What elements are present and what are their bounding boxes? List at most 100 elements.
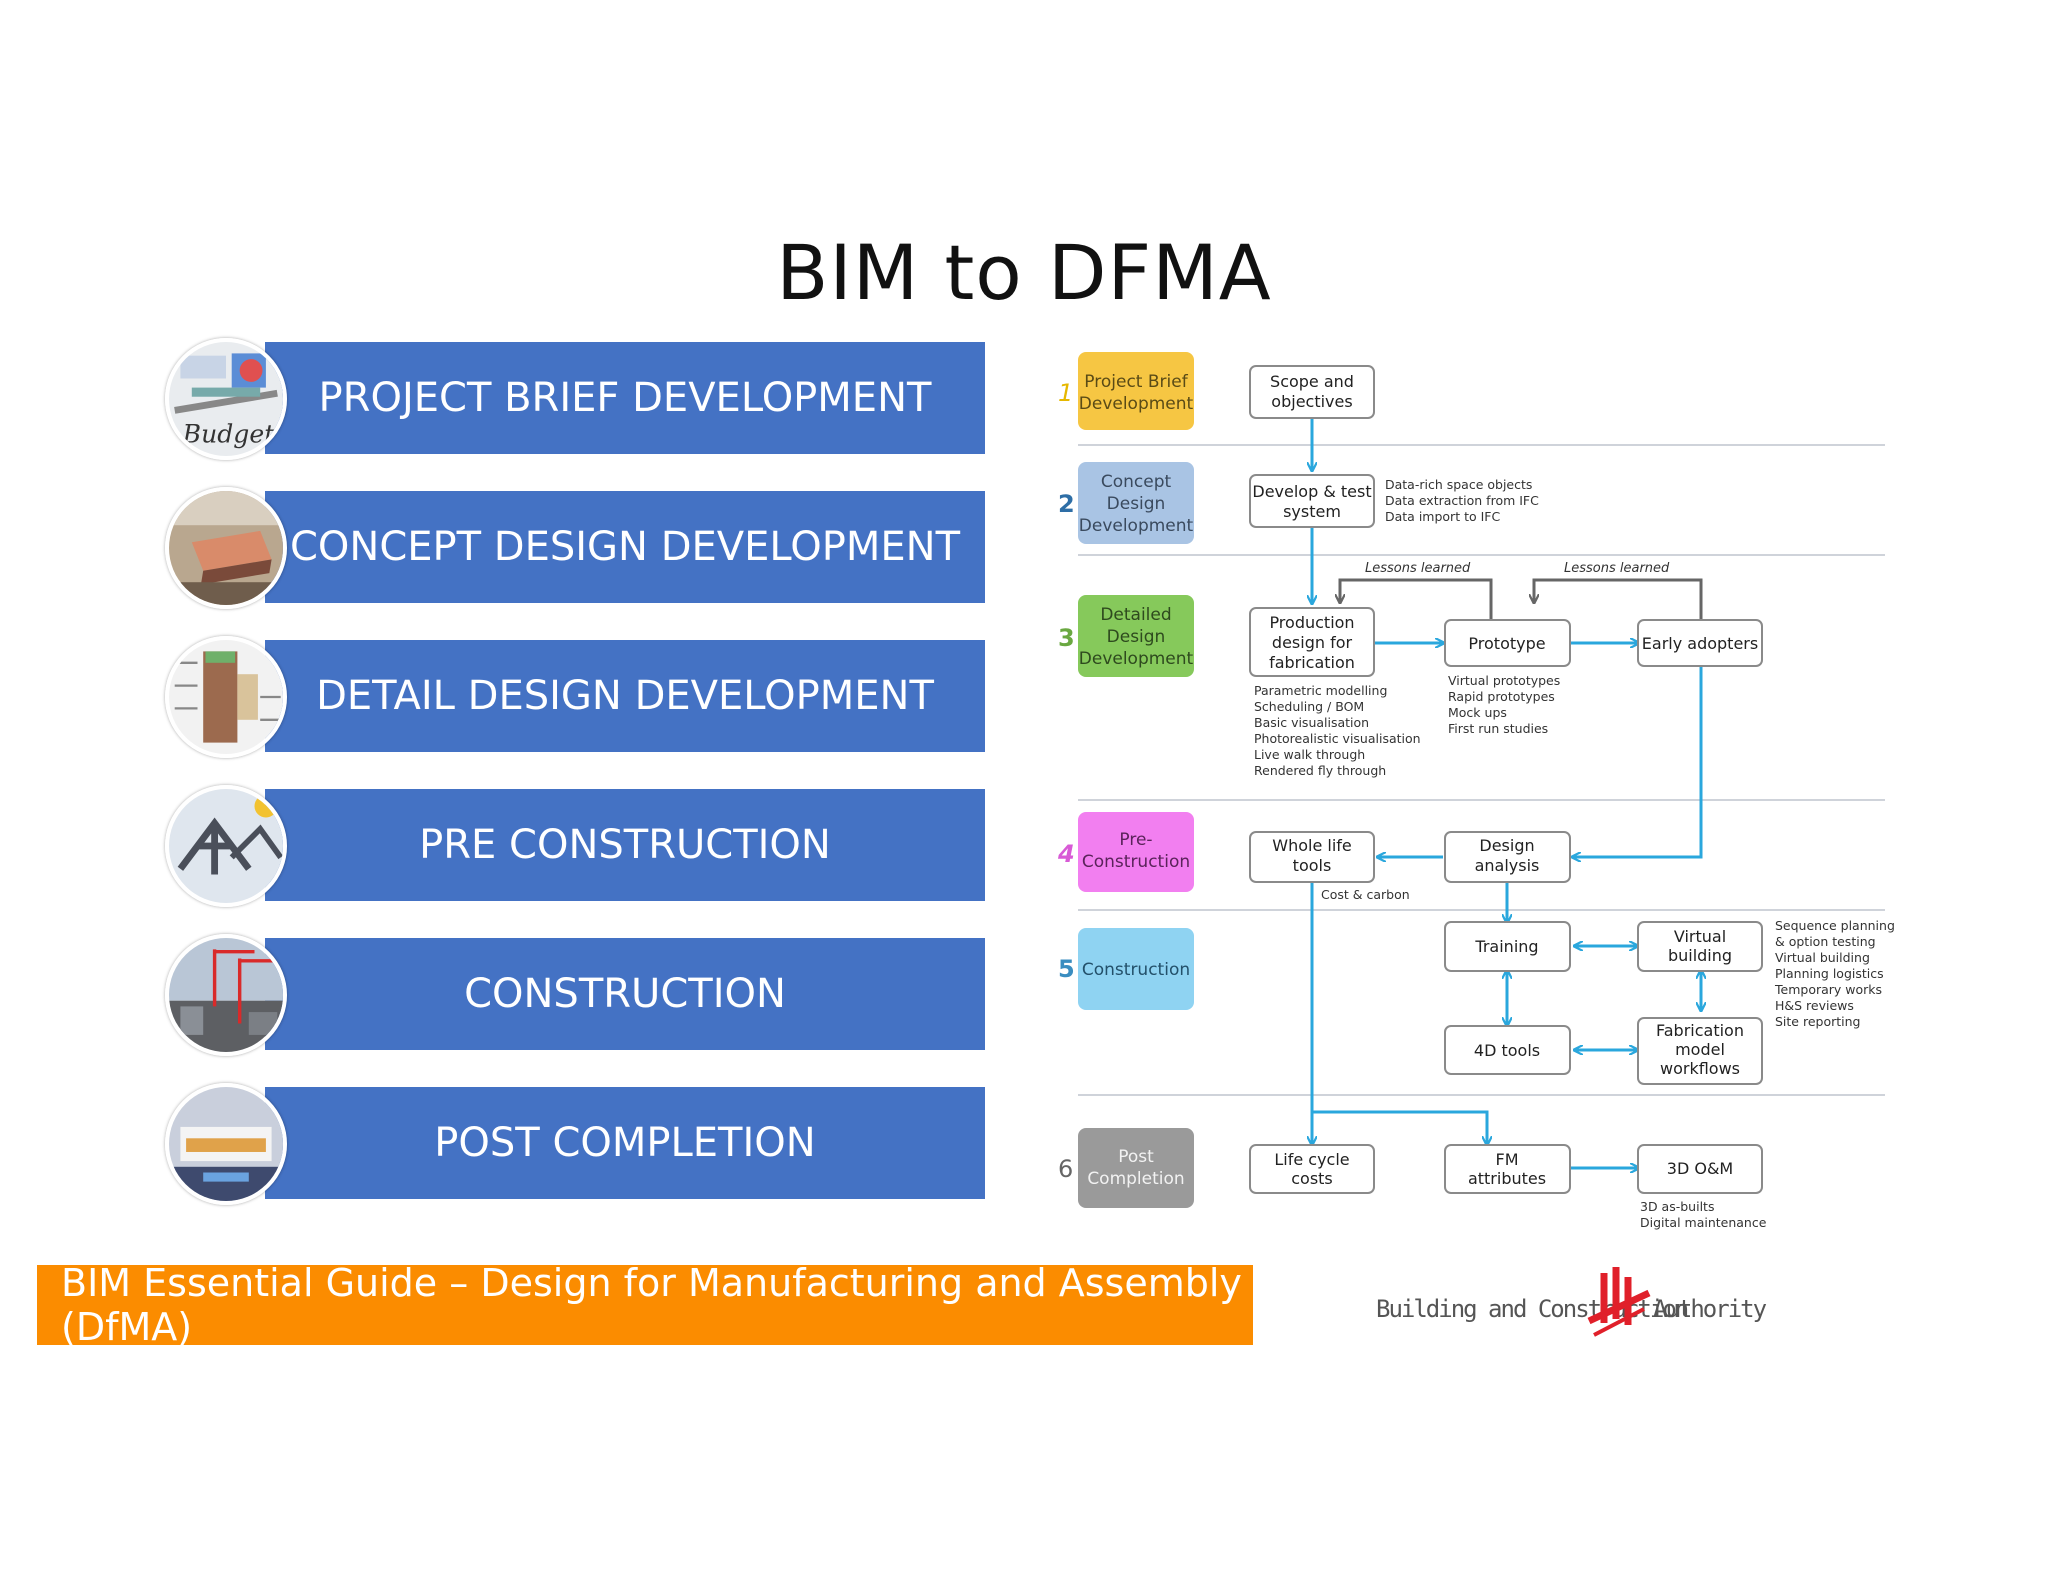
concept-model-image — [165, 487, 287, 609]
svg-text:system: system — [1283, 502, 1341, 521]
svg-text:Training: Training — [1474, 937, 1538, 956]
svg-text:Post: Post — [1118, 1147, 1154, 1167]
svg-text:objectives: objectives — [1271, 392, 1352, 411]
svg-text:Photorealistic visualisation: Photorealistic visualisation — [1254, 731, 1421, 746]
stage-bar-post-completion: POST COMPLETION — [265, 1087, 985, 1199]
svg-text:Basic visualisation: Basic visualisation — [1254, 715, 1369, 730]
lessons-learned-label: Lessons learned — [1365, 561, 1471, 576]
svg-text:analysis: analysis — [1475, 856, 1540, 875]
source-banner: BIM Essential Guide – Design for Manufac… — [37, 1261, 1253, 1349]
svg-text:Virtual building: Virtual building — [1775, 950, 1870, 965]
svg-text:Parametric modelling: Parametric modelling — [1254, 683, 1387, 698]
page-title: BIM to DFMA — [776, 228, 1272, 317]
phase-4: 4 Pre- Construction — [1057, 812, 1194, 892]
detail-drawing-image — [165, 636, 287, 758]
svg-text:Digital maintenance: Digital maintenance — [1640, 1215, 1767, 1230]
svg-text:Production: Production — [1269, 613, 1354, 632]
svg-text:Live walk through: Live walk through — [1254, 747, 1365, 762]
svg-text:Design: Design — [1107, 494, 1166, 514]
svg-text:Data import to IFC: Data import to IFC — [1385, 509, 1500, 524]
svg-text:Concept: Concept — [1101, 472, 1172, 492]
svg-text:Fabrication: Fabrication — [1656, 1021, 1744, 1040]
svg-text:& option testing: & option testing — [1775, 934, 1876, 949]
svg-text:model: model — [1675, 1040, 1725, 1059]
svg-text:Construction: Construction — [1082, 960, 1190, 980]
phase-column: 1 Project Brief Development 2 Concept De… — [1057, 352, 1194, 1208]
lessons-learned-label: Lessons learned — [1564, 561, 1670, 576]
phase-5: 5 Construction — [1058, 928, 1194, 1010]
budget-image: Budget — [165, 338, 287, 460]
svg-text:building: building — [1668, 946, 1732, 965]
svg-text:5: 5 — [1058, 955, 1075, 983]
svg-text:Scheduling / BOM: Scheduling / BOM — [1254, 699, 1364, 714]
svg-text:attributes: attributes — [1468, 1169, 1546, 1188]
svg-text:3D O&M: 3D O&M — [1667, 1159, 1733, 1178]
svg-text:3: 3 — [1058, 624, 1075, 652]
svg-text:H&S reviews: H&S reviews — [1775, 998, 1854, 1013]
svg-text:workflows: workflows — [1660, 1059, 1740, 1078]
bca-logo: Building and Construction Authority — [1376, 1255, 1767, 1355]
svg-text:Pre-: Pre- — [1119, 830, 1152, 850]
bca-emblem-icon — [1587, 1267, 1651, 1337]
svg-text:Site reporting: Site reporting — [1775, 1014, 1860, 1029]
phase-1: 1 Project Brief Development — [1058, 352, 1194, 430]
svg-text:Design: Design — [1107, 627, 1166, 647]
phase-separators — [1078, 444, 1885, 1096]
stage-bar-concept-design: CONCEPT DESIGN DEVELOPMENT — [265, 491, 985, 603]
svg-text:Detailed: Detailed — [1100, 605, 1171, 625]
stage-label: POST COMPLETION — [434, 1120, 816, 1166]
svg-text:1: 1 — [1058, 379, 1073, 407]
flow-arrows — [1312, 418, 1701, 1168]
svg-text:Completion: Completion — [1087, 1169, 1184, 1189]
stage-label: PRE CONSTRUCTION — [419, 822, 831, 868]
stage-bar-detail-design: DETAIL DESIGN DEVELOPMENT — [265, 640, 985, 752]
phase-2: 2 Concept Design Development — [1058, 462, 1194, 544]
svg-text:Planning logistics: Planning logistics — [1775, 966, 1884, 981]
svg-text:Early adopters: Early adopters — [1642, 634, 1758, 653]
svg-text:Project Brief: Project Brief — [1084, 372, 1188, 392]
lessons-loops — [1340, 578, 1703, 620]
svg-text:Mock ups: Mock ups — [1448, 705, 1507, 720]
stage-label: PROJECT BRIEF DEVELOPMENT — [318, 375, 932, 421]
stage-label: CONSTRUCTION — [464, 971, 786, 1017]
completed-building-image — [165, 1083, 287, 1205]
svg-text:Design: Design — [1479, 836, 1534, 855]
svg-text:design for: design for — [1272, 633, 1353, 652]
svg-text:Rapid prototypes: Rapid prototypes — [1448, 689, 1555, 704]
logo-right-text: Authority — [1653, 1295, 1767, 1323]
svg-text:Budget: Budget — [182, 419, 276, 448]
svg-text:Development: Development — [1079, 516, 1194, 536]
svg-text:fabrication: fabrication — [1269, 653, 1355, 672]
svg-text:2: 2 — [1058, 490, 1075, 518]
svg-text:Virtual: Virtual — [1674, 927, 1726, 946]
svg-text:Development: Development — [1079, 394, 1194, 414]
phase-6: 6 Post Completion — [1058, 1128, 1194, 1208]
dfma-workflow-diagram: 1 Project Brief Development 2 Concept De… — [1057, 352, 1895, 1230]
workflow-boxes — [1249, 365, 1763, 1194]
svg-text:Develop & test: Develop & test — [1252, 482, 1371, 501]
svg-text:Development: Development — [1079, 649, 1194, 669]
construction-site-image — [165, 934, 287, 1056]
banner-text: BIM Essential Guide – Design for Manufac… — [61, 1261, 1242, 1349]
svg-text:4: 4 — [1057, 840, 1075, 868]
stage-bar-project-brief: PROJECT BRIEF DEVELOPMENT — [265, 342, 985, 454]
svg-text:Data extraction from IFC: Data extraction from IFC — [1385, 493, 1539, 508]
annotation-notes: Data-rich space objects Data extraction … — [1254, 477, 1895, 1230]
svg-text:Construction: Construction — [1082, 852, 1190, 872]
svg-text:Prototype: Prototype — [1468, 634, 1545, 653]
svg-text:costs: costs — [1291, 1169, 1333, 1188]
stage-label: CONCEPT DESIGN DEVELOPMENT — [289, 524, 961, 570]
svg-text:tools: tools — [1293, 856, 1332, 875]
svg-text:Whole life: Whole life — [1272, 836, 1352, 855]
svg-text:3D as-builts: 3D as-builts — [1640, 1199, 1714, 1214]
svg-text:Cost & carbon: Cost & carbon — [1321, 887, 1410, 902]
svg-text:Data-rich space objects: Data-rich space objects — [1385, 477, 1532, 492]
stage-bar-pre-construction: PRE CONSTRUCTION — [265, 789, 985, 901]
svg-text:Scope and: Scope and — [1270, 372, 1354, 391]
svg-text:Life cycle: Life cycle — [1274, 1150, 1349, 1169]
box-labels: Scope and objectives Develop & test syst… — [1252, 372, 1758, 1188]
svg-text:6: 6 — [1058, 1155, 1073, 1183]
svg-text:4D tools: 4D tools — [1474, 1041, 1540, 1060]
stage-bar-construction: CONSTRUCTION — [265, 938, 985, 1050]
svg-text:Rendered fly through: Rendered fly through — [1254, 763, 1386, 778]
